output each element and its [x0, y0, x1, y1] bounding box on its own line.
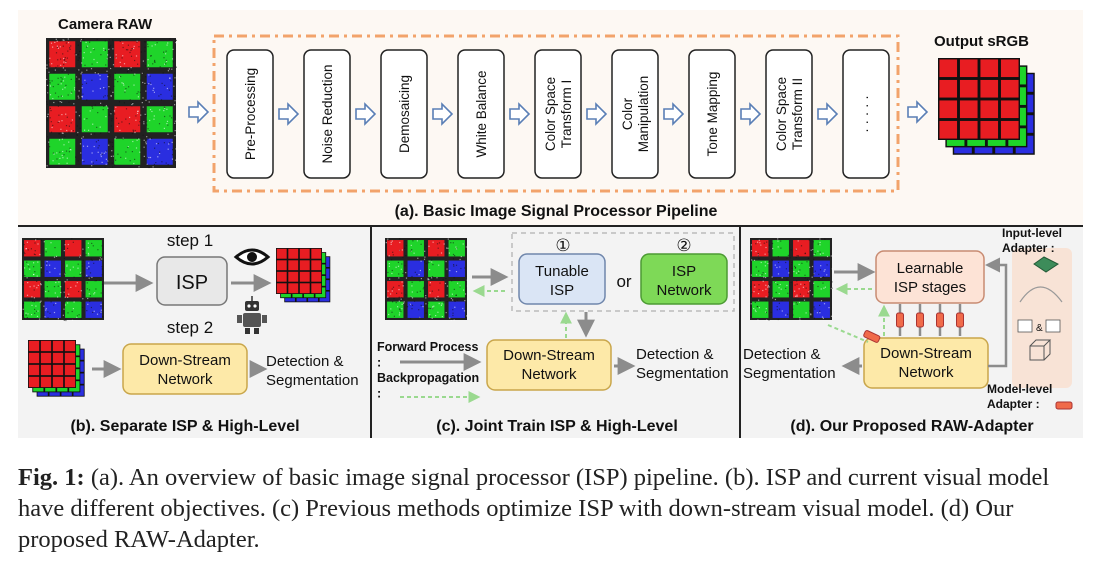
stage-label-4: Color SpaceTransform I: [543, 77, 574, 151]
camera-raw-image: [46, 38, 177, 169]
camera-raw-label: Camera RAW: [58, 16, 153, 33]
model-adapter-block-3: [956, 312, 964, 328]
panel-b-network-box: [122, 343, 248, 395]
stage-arrow-icon-5: [663, 102, 685, 126]
panel-d-raw-image: [750, 238, 833, 321]
isp-label: ISP: [176, 272, 208, 294]
stage-box-4: [534, 49, 582, 179]
stage-arrow-icon-0: [278, 102, 300, 126]
panel-d-task-label: Detection &Segmentation: [743, 346, 836, 382]
model-adapter-block-1: [916, 312, 924, 328]
panel-b-srgb-input: [28, 340, 85, 397]
stage-box-3: [457, 49, 505, 179]
stage-arrow-icon-2: [432, 102, 454, 126]
step2-label: step 2: [167, 318, 213, 337]
output-srgb-label: Output sRGB: [934, 33, 1029, 50]
output-srgb-image: [938, 58, 1035, 155]
stage-label-0: Pre-Processing: [243, 68, 258, 160]
backprop-legend-label: Backpropagation:: [377, 371, 479, 401]
stage-label-2: Demosaicing: [397, 75, 412, 153]
input-adapter-panel: [1012, 248, 1072, 388]
stage-box-1: [303, 49, 351, 179]
stage-arrow-icon-4: [586, 102, 608, 126]
caption-label: Fig. 1:: [18, 464, 85, 491]
stage-box-6: [688, 49, 736, 179]
model-adapter-block-2: [936, 312, 944, 328]
panel-c-network-box: [486, 339, 612, 391]
panel-c-raw-image: [385, 238, 469, 322]
feedback-loop-right: [985, 257, 1008, 368]
arrow-raw-to-pipeline-icon: [188, 100, 210, 124]
stage-arrow-icon-7: [817, 102, 839, 126]
robot-icon: [237, 296, 267, 334]
stage-label-8: · · · · ·: [859, 95, 874, 132]
eye-icon: [233, 248, 271, 266]
panel-a-title: (a). Basic Image Signal Processor Pipeli…: [395, 203, 718, 220]
isp-options-dashed-frame: [511, 232, 735, 312]
step1-label: step 1: [167, 231, 213, 250]
option1-number: ①: [555, 236, 570, 255]
stage-box-0: [226, 49, 274, 179]
stage-label-1: Noise Reduction: [320, 64, 335, 163]
stage-label-7: Color SpaceTransform II: [774, 77, 805, 151]
isp-box: [156, 256, 228, 306]
panel-d-title: (d). Our Proposed RAW-Adapter: [790, 418, 1033, 435]
input-adapter-icons: &: [1017, 256, 1063, 361]
stage-box-8: [842, 49, 890, 179]
panel-d-network-box: [863, 337, 989, 389]
tunable-isp-box: [518, 253, 606, 305]
stage-label-3: White Balance: [474, 70, 489, 157]
arrow-pipeline-to-output-icon: [907, 100, 929, 124]
stage-box-2: [380, 49, 428, 179]
caption-text: (a). An overview of basic image signal p…: [18, 464, 1050, 553]
svg-text:&: &: [1036, 323, 1043, 334]
isp-network-box: [640, 253, 728, 305]
panel-b-title: (b). Separate ISP & High-Level: [70, 418, 299, 435]
or-label: or: [616, 272, 631, 291]
stage-label-5: ColorManipulation: [620, 76, 651, 153]
stage-arrow-icon-3: [509, 102, 531, 126]
panel-b-raw-image: [22, 238, 106, 322]
model-adapter-legend-swatch: [1055, 401, 1073, 410]
panel-c-task-label: Detection &Segmentation: [636, 346, 729, 382]
stage-box-5: [611, 49, 659, 179]
model-adapter-block-0: [896, 312, 904, 328]
option2-number: ②: [676, 236, 691, 255]
panel-b-srgb-image: [276, 248, 331, 303]
model-adapter-diagonal: [827, 324, 881, 343]
stage-box-7: [765, 49, 813, 179]
learnable-isp-box: [875, 250, 985, 304]
stage-arrow-icon-6: [740, 102, 762, 126]
panel-b-task-label: Detection &Segmentation: [266, 353, 359, 389]
forward-legend-label: Forward Process:: [377, 340, 478, 370]
pipeline-stages: Pre-Processing Noise Reduction Demosaicing…: [188, 49, 929, 179]
model-level-adapter-links: [878, 304, 964, 336]
panel-c-title: (c). Joint Train ISP & High-Level: [436, 418, 678, 435]
stage-label-6: Tone Mapping: [705, 72, 720, 157]
stage-arrow-icon-1: [355, 102, 377, 126]
figure-caption: Fig. 1: (a). An overview of basic image …: [18, 462, 1083, 555]
pipeline-dashed-frame: [212, 34, 900, 193]
